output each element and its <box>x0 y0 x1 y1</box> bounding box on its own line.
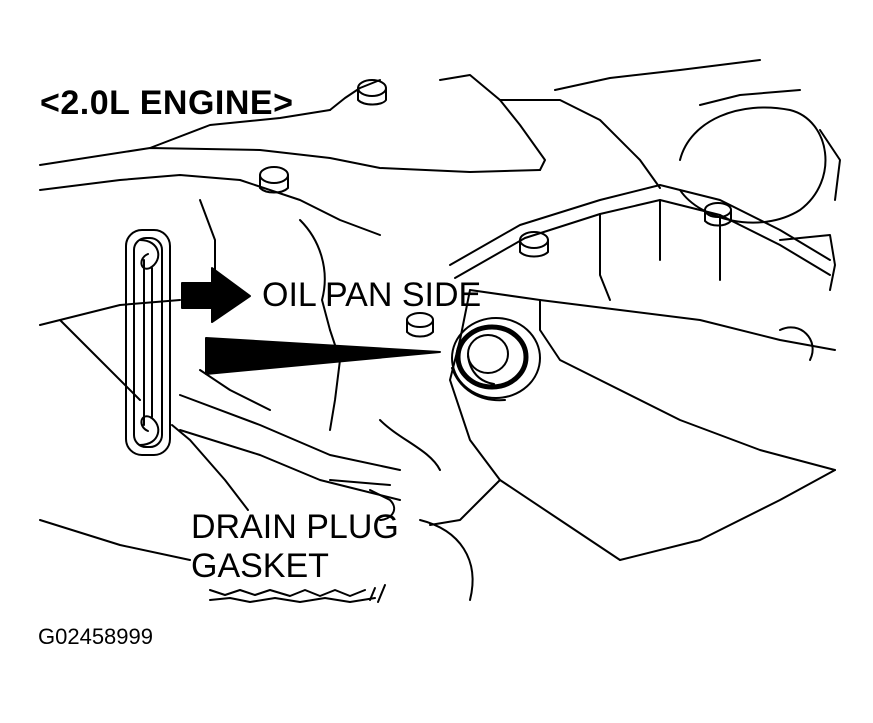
figure-id: G02458999 <box>38 624 153 649</box>
gasket-leader-line <box>171 424 249 511</box>
bolt-bosses <box>259 79 732 338</box>
oil-pan-body <box>429 184 836 561</box>
gasket-label: GASKET <box>191 547 329 585</box>
drain-plug-boss <box>451 317 541 402</box>
oil-pan-side-label: OIL PAN SIDE <box>262 276 482 314</box>
oil-pan-side-arrow <box>181 267 251 323</box>
engine-title: <2.0L ENGINE> <box>40 84 294 122</box>
lower-chassis-lines <box>39 199 474 603</box>
drain-plug-label: DRAIN PLUG <box>191 508 399 546</box>
drain-plug-pointer-wedge <box>205 337 441 375</box>
drain-plug-gasket <box>125 229 171 456</box>
